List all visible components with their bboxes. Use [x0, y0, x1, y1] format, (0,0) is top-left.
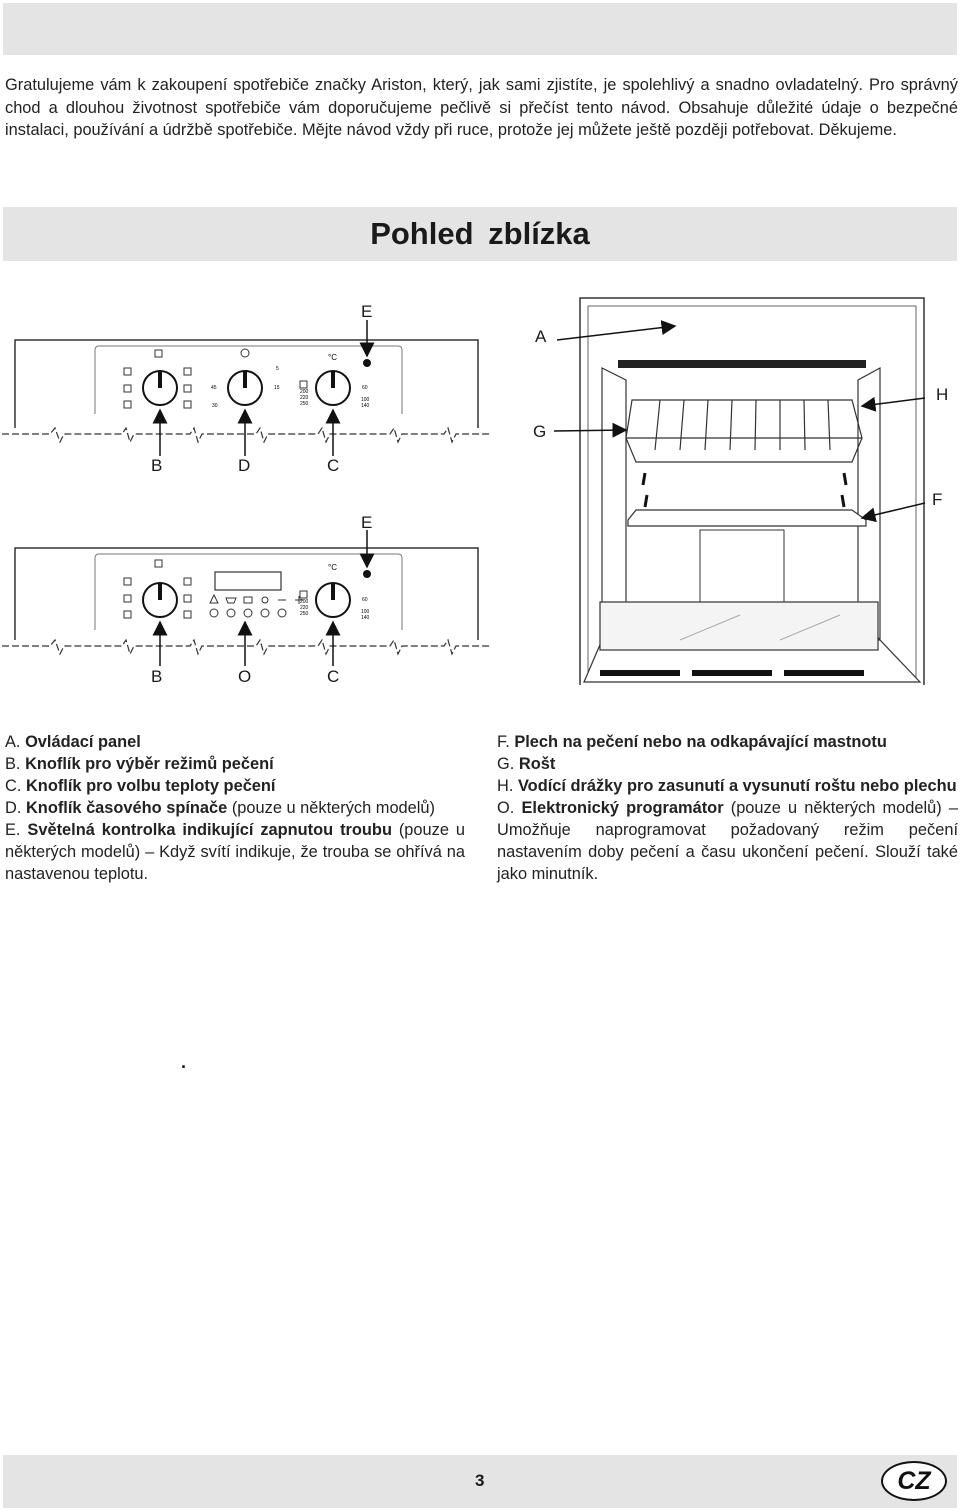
- svg-text:5: 5: [276, 366, 279, 372]
- title-band: Pohled zblízka: [3, 207, 957, 261]
- legend-item-f: F. Plech na pečení nebo na odkapávající …: [497, 733, 887, 751]
- label-o: O: [238, 667, 251, 686]
- label-e-1: E: [361, 302, 372, 321]
- svg-text:60: 60: [362, 385, 368, 391]
- label-c-1: C: [327, 456, 339, 475]
- legend-item-a: A. Ovládací panel: [5, 733, 141, 751]
- legend-item-d: D. Knoflík časového spínače (pouze u něk…: [5, 799, 436, 817]
- baking-tray: [627, 509, 867, 527]
- indicator-light-1: [363, 359, 371, 367]
- svg-text:45: 45: [211, 385, 217, 391]
- svg-text:220: 220: [300, 395, 309, 401]
- header-band: [3, 3, 957, 55]
- intro-paragraph: Gratulujeme vám k zakoupení spotřebiče z…: [5, 76, 958, 139]
- legend-left: A. Ovládací panel B. Knoflík pro výběr r…: [5, 731, 465, 885]
- stray-mark: .: [181, 1052, 187, 1072]
- oven-cavity: A H G F: [533, 297, 948, 685]
- page-title: Pohled zblízka: [370, 216, 590, 251]
- svg-text:220: 220: [300, 605, 309, 611]
- label-a: A: [535, 327, 547, 346]
- svg-text:100: 100: [361, 609, 370, 615]
- legend-right: F. Plech na pečení nebo na odkapávající …: [497, 731, 958, 885]
- oven-diagram: 5 15 45 30 200 220 250 60 100 140 °C E B…: [2, 297, 948, 686]
- language-badge: CZ: [881, 1461, 947, 1501]
- legend-item-g: G. Rošt: [497, 755, 556, 773]
- page-number: 3: [475, 1471, 485, 1490]
- footer-band: 3 CZ: [3, 1455, 957, 1508]
- indicator-light-2: [363, 570, 371, 578]
- label-g: G: [533, 422, 546, 441]
- svg-text:140: 140: [361, 615, 370, 621]
- label-f: F: [932, 490, 942, 509]
- programmer-display: [214, 571, 282, 591]
- svg-text:200: 200: [300, 389, 309, 395]
- svg-text:30: 30: [212, 403, 218, 409]
- svg-text:140: 140: [361, 403, 370, 409]
- label-e-2: E: [361, 513, 372, 532]
- svg-text:15: 15: [274, 385, 280, 391]
- label-c-2: C: [327, 667, 339, 686]
- label-d: D: [238, 456, 250, 475]
- legend-item-o: O. Elektronický programátor (pouze u něk…: [497, 799, 958, 883]
- svg-text:250: 250: [300, 401, 309, 407]
- svg-text:°C: °C: [328, 563, 337, 572]
- svg-text:60: 60: [362, 597, 368, 603]
- legend-item-c: C. Knoflík pro volbu teploty pečení: [5, 777, 276, 795]
- guide-rails: [641, 472, 848, 508]
- label-h: H: [936, 385, 948, 404]
- svg-text:°C: °C: [328, 353, 337, 362]
- rack: [625, 399, 863, 463]
- control-panel-2: 200 220 250 60 100 140 °C E B O C: [2, 513, 492, 686]
- svg-text:250: 250: [300, 611, 309, 617]
- oven-door: [583, 601, 922, 683]
- svg-text:100: 100: [361, 397, 370, 403]
- label-b-2: B: [151, 667, 162, 686]
- svg-text:200: 200: [300, 599, 309, 605]
- control-panel-1: 5 15 45 30 200 220 250 60 100 140 °C E B…: [2, 302, 492, 475]
- label-b-1: B: [151, 456, 162, 475]
- legend-item-h: H. Vodící drážky pro zasunutí a vysunutí…: [497, 777, 957, 795]
- legend-item-e: E. Světelná kontrolka indikující zapnuto…: [5, 821, 465, 883]
- legend-item-b: B. Knoflík pro výběr režimů pečení: [5, 755, 274, 773]
